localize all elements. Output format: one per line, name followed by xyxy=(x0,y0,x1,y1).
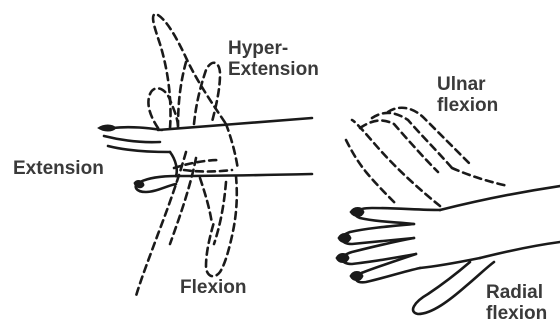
extension-hand xyxy=(98,125,177,192)
radial-flexion-label-line1: Radial xyxy=(486,282,547,303)
hyper-extension-label-line2: Extension xyxy=(228,59,319,80)
extension-label-text: Extension xyxy=(13,158,104,179)
left-forearm-lower xyxy=(176,174,312,176)
left-forearm xyxy=(158,118,312,130)
radial-flexion-hand xyxy=(413,262,494,314)
hyper-extension-hand xyxy=(148,14,238,170)
right-forearm-upper xyxy=(440,186,560,210)
ulnar-flexion-label: Ulnar flexion xyxy=(437,74,498,116)
extension-label: Extension xyxy=(13,158,104,179)
flexion-hand xyxy=(136,152,237,296)
right-forearm-lower xyxy=(480,242,560,258)
ulnar-flexion-label-line1: Ulnar xyxy=(437,74,498,95)
radial-flexion-label: Radial flexion xyxy=(486,282,547,324)
hyper-extension-label-line1: Hyper- xyxy=(228,38,319,59)
flexion-label: Flexion xyxy=(180,277,247,298)
ulnar-flexion-label-line2: flexion xyxy=(437,95,498,116)
ulnar-flexion-hand xyxy=(346,108,508,206)
radial-flexion-label-line2: flexion xyxy=(486,303,547,324)
flexion-label-text: Flexion xyxy=(180,277,247,298)
hyper-extension-label: Hyper- Extension xyxy=(228,38,319,80)
